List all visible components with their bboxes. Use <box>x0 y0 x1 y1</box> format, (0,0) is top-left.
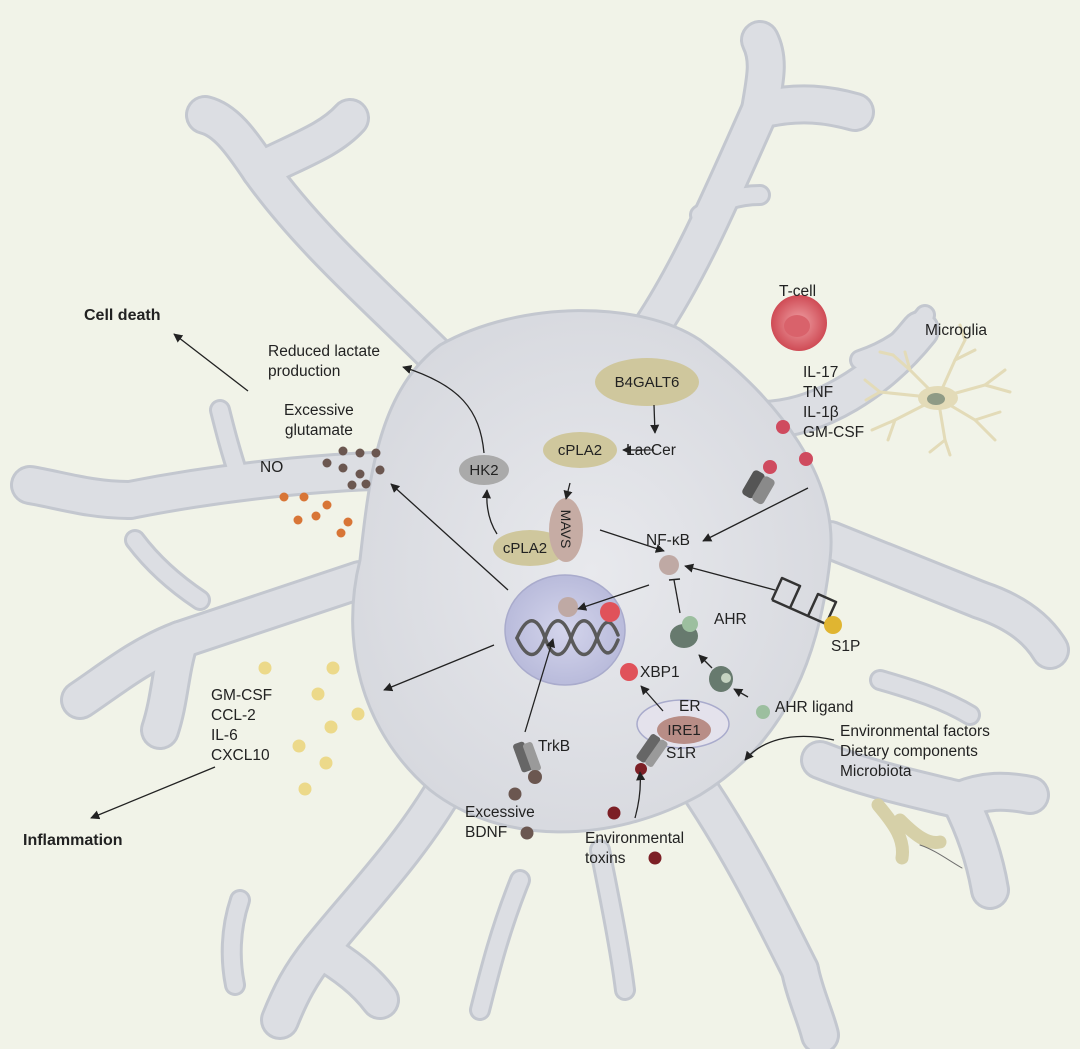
secreted-cytokines-list: GM-CSF CCL-2 IL-6 CXCL10 <box>211 686 272 766</box>
t-cell-icon <box>771 295 827 351</box>
no-dots <box>279 492 353 538</box>
excessive-bdnf-line-2: BDNF <box>465 824 508 841</box>
ahr-inhibition-bar <box>668 578 681 581</box>
bacteria-icon <box>871 798 963 869</box>
microglia-nucleus <box>927 393 945 405</box>
cell-death-label: Cell death <box>84 307 161 324</box>
astrocyte-processes-fill <box>13 23 1067 1049</box>
ahr-ligand-complex <box>709 666 733 692</box>
cytokine-gmcsf: GM-CSF <box>803 424 865 441</box>
inflammation-label: Inflammation <box>23 832 123 849</box>
ire1-label: IRE1 <box>667 721 701 739</box>
cytokine-il17: IL-17 <box>803 364 839 381</box>
ahr-inhibition <box>673 579 681 614</box>
env-factors-line-3: Microbiota <box>840 763 912 780</box>
reduced-lactate-line-2: production <box>268 363 341 380</box>
nfkb-label: NF-κB <box>646 532 690 549</box>
s1p-dot <box>824 616 842 634</box>
s1p-label: S1P <box>831 638 861 655</box>
xbp1-label: XBP1 <box>640 664 680 681</box>
secreted-il6: IL-6 <box>211 727 238 744</box>
bdnf-dots <box>508 787 534 840</box>
toxin-dots <box>607 806 662 865</box>
cytokine-list: IL-17 TNF IL-1β GM-CSF <box>803 363 864 443</box>
microglia-label: Microglia <box>925 322 988 339</box>
excessive-glutamate-line-1: Excessive <box>284 402 354 419</box>
cytokine-tnf: TNF <box>803 384 834 401</box>
er-label: ER <box>679 698 701 715</box>
red-factor-in-nucleus <box>600 602 620 622</box>
gpcr-icon <box>770 576 838 626</box>
ahr-ligand-label: AHR ligand <box>775 699 854 716</box>
pathway-arrows <box>90 333 835 820</box>
ire1-pill <box>657 716 711 744</box>
b4galt6-pill <box>595 358 699 406</box>
cpla2-bottom-pill <box>493 530 567 566</box>
nfkb-dot <box>659 555 679 575</box>
receptor-icon <box>742 460 777 505</box>
environmental-toxins-label: Environmental toxins <box>585 829 684 869</box>
secreted-dots <box>258 661 365 796</box>
secreted-ccl2: CCL-2 <box>211 707 256 724</box>
ahr-label: AHR <box>714 611 747 628</box>
reduced-lactate-label: Reduced lactate production <box>268 342 380 382</box>
env-toxins-line-2: toxins <box>585 850 626 867</box>
trkb-label: TrkB <box>538 738 571 755</box>
trkb-receptor-icon <box>513 741 542 784</box>
excessive-bdnf-label: Excessive BDNF <box>465 803 535 843</box>
hk2-label: HK2 <box>469 461 499 479</box>
cytokine-il1b: IL-1β <box>803 404 839 421</box>
env-factors-line-2: Dietary components <box>840 743 978 760</box>
excessive-glutamate-label: Excessive glutamate <box>284 401 354 441</box>
no-label: NO <box>260 459 284 476</box>
excessive-glutamate-line-2: glutamate <box>284 422 353 439</box>
hk2-pill <box>459 455 509 485</box>
cpla2-top-label: cPLA2 <box>557 441 603 459</box>
astrocyte-cell-body <box>351 309 833 834</box>
mavs-label: MAVS <box>558 509 574 549</box>
environmental-factors-list: Environmental factors Dietary components… <box>840 722 990 782</box>
b4galt6-label: B4GALT6 <box>614 373 680 391</box>
excessive-bdnf-line-1: Excessive <box>465 804 535 821</box>
ahr-ligand-dot <box>756 705 770 719</box>
dna-icon <box>515 619 620 657</box>
cytokine-dots <box>776 420 813 466</box>
cpla2-top-pill <box>543 432 617 468</box>
env-factors-line-1: Environmental factors <box>840 723 990 740</box>
laccer-label: LacCer <box>626 442 676 459</box>
env-toxins-line-1: Environmental <box>585 830 685 847</box>
reduced-lactate-line-1: Reduced lactate <box>268 343 381 360</box>
secreted-gmcsf: GM-CSF <box>211 687 273 704</box>
mavs-pill <box>549 498 583 562</box>
xbp1-dot <box>620 663 638 681</box>
s1r-label: S1R <box>666 745 697 762</box>
glutamate-dots <box>322 446 385 490</box>
secreted-cxcl10: CXCL10 <box>211 747 270 764</box>
t-cell-label: T-cell <box>779 283 817 300</box>
nfkb-in-nucleus <box>558 597 578 617</box>
cpla2-bottom-label: cPLA2 <box>502 539 548 557</box>
ahr-complex <box>670 616 698 648</box>
nucleus <box>504 574 626 686</box>
